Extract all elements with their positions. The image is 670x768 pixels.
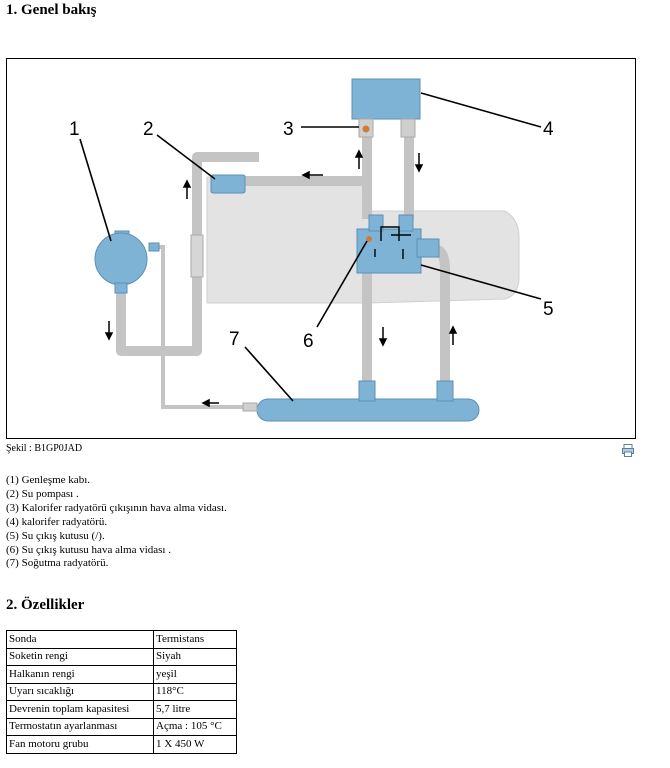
- degas-hose: [157, 245, 247, 409]
- legend-item: (5) Su çıkış kutusu (/).: [6, 529, 105, 542]
- spec-key: Fan motoru grubu: [6, 735, 154, 754]
- spec-value: 1 X 450 W: [153, 735, 237, 754]
- legend-item: (4) kalorifer radyatörü.: [6, 515, 108, 528]
- print-icon[interactable]: [622, 444, 634, 457]
- callout-6: 6: [303, 331, 314, 352]
- spec-value: Açma : 105 °C: [153, 717, 237, 736]
- spec-value: 5,7 litre: [153, 700, 237, 719]
- callout-1: 1: [69, 119, 80, 140]
- section-title-specifications: 2. Özellikler: [6, 597, 85, 613]
- flow-arrows: [104, 149, 458, 408]
- legend-item: (1) Genleşme kabı.: [6, 474, 90, 486]
- section-title-overview: 1. Genel bakış: [6, 2, 97, 18]
- spec-value: Termistans: [153, 630, 237, 649]
- cooling-system-diagram: 1 2 3 4 5 6 7: [6, 58, 636, 439]
- leader-lines: [79, 92, 542, 402]
- callout-2: 2: [143, 119, 154, 140]
- spec-key: Uyarı sıcaklığı: [6, 682, 154, 701]
- callout-7: 7: [229, 329, 240, 350]
- spec-key: Halkanın rengi: [6, 665, 154, 684]
- callout-4: 4: [543, 119, 554, 140]
- figure-caption: Şekil : B1GP0JAD: [6, 443, 83, 454]
- spec-value: yeşil: [153, 665, 237, 684]
- spec-key: Devrenin toplam kapasitesi: [6, 700, 154, 719]
- legend-item: (7) Soğutma radyatörü.: [6, 557, 109, 570]
- legend-item: (3) Kalorifer radyatörü çıkışının hava a…: [6, 501, 227, 514]
- spec-key: Termostatın ayarlanması: [6, 717, 154, 736]
- spec-key: Soketin rengi: [6, 647, 154, 666]
- legend-item: (6) Su çıkış kutusu hava alma vidası .: [6, 543, 171, 556]
- callout-5: 5: [543, 299, 554, 320]
- callout-3: 3: [283, 119, 294, 140]
- heater-radiator: [351, 78, 421, 120]
- legend-item: (2) Su pompası .: [6, 487, 79, 500]
- expansion-tank: [94, 230, 160, 294]
- spec-value: 118°C: [153, 682, 237, 701]
- spec-key: Sonda: [6, 630, 154, 649]
- water-outlet-box: [356, 214, 440, 274]
- cooling-radiator: [242, 380, 480, 422]
- spec-value: Siyah: [153, 647, 237, 666]
- component-legend: (1) Genleşme kabı. (2) Su pompası . (3) …: [6, 474, 227, 571]
- water-pump: [210, 174, 246, 194]
